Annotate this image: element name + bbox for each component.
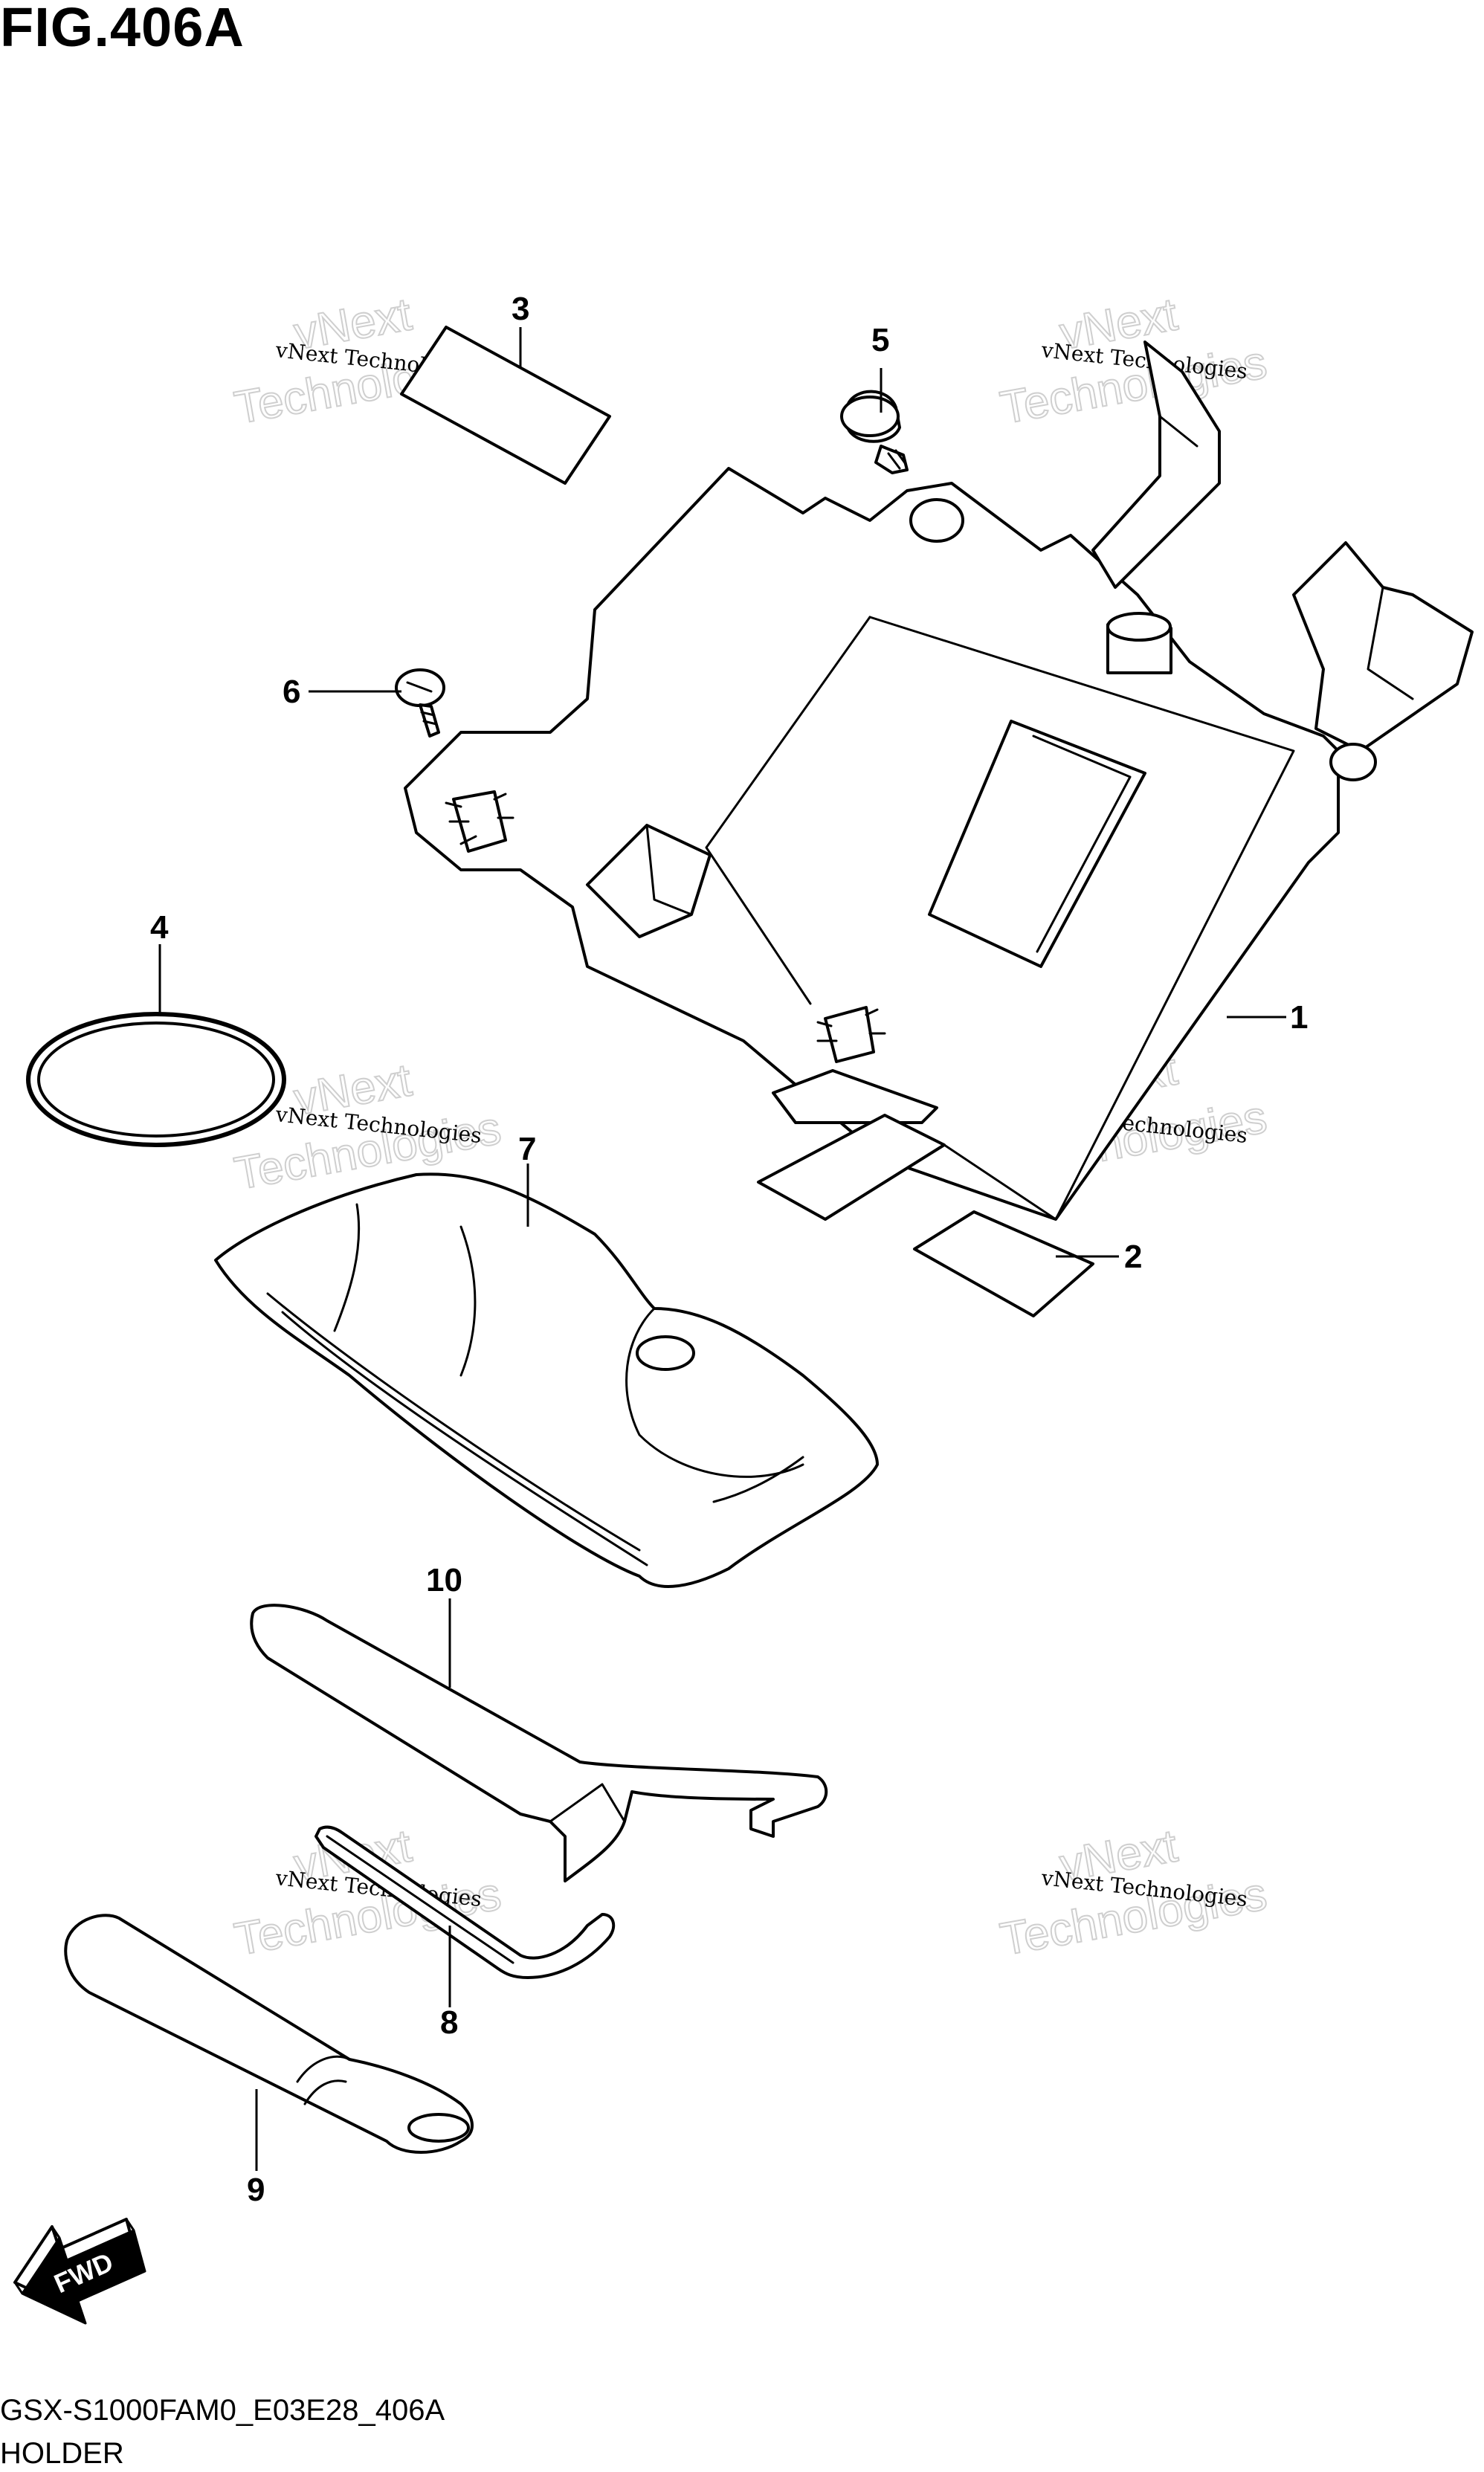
part-3-label[interactable] (400, 326, 611, 485)
clip-pin-right (816, 1006, 886, 1063)
part-2-pad[interactable] (913, 1210, 1094, 1317)
watermark-top-right: Technologies vNext vNext Technologies (996, 288, 1271, 434)
part-10-spanner[interactable] (250, 1604, 828, 1882)
fwd-arrow: FWD (13, 2218, 146, 2325)
clip-pin-left (445, 790, 514, 853)
callout-2: 2 (1124, 1239, 1142, 1275)
callout-7: 7 (518, 1131, 536, 1167)
callout-9: 9 (247, 2172, 265, 2208)
part-4-band[interactable] (26, 1012, 286, 1147)
figure-code: GSX-S1000FAM0_E03E28_406A (0, 2394, 445, 2427)
callout-4: 4 (150, 909, 169, 946)
figure-name: HOLDER (0, 2437, 124, 2470)
part-5-bolt[interactable] (840, 390, 909, 474)
part-8-hex-wrench[interactable] (314, 1825, 616, 1979)
callout-5: 5 (871, 322, 889, 358)
callout-numbers: 3 5 6 4 1 2 7 10 8 9 (150, 291, 1308, 2208)
part-9-case[interactable] (64, 1914, 474, 2154)
callout-10: 10 (426, 1562, 462, 1598)
part-1-holder[interactable] (404, 341, 1474, 1221)
callout-6: 6 (283, 674, 300, 710)
figure-title: FIG.406A (0, 0, 245, 58)
part-6-screw[interactable] (395, 668, 445, 738)
callout-1: 1 (1290, 999, 1308, 1036)
part-7-tool-bag[interactable] (214, 1172, 879, 1588)
leader-lines (158, 327, 1286, 2171)
callout-3: 3 (512, 291, 529, 327)
callout-8: 8 (440, 2004, 458, 2041)
watermark-low-right: Technologies vNext vNext Technologies (996, 1819, 1271, 1966)
